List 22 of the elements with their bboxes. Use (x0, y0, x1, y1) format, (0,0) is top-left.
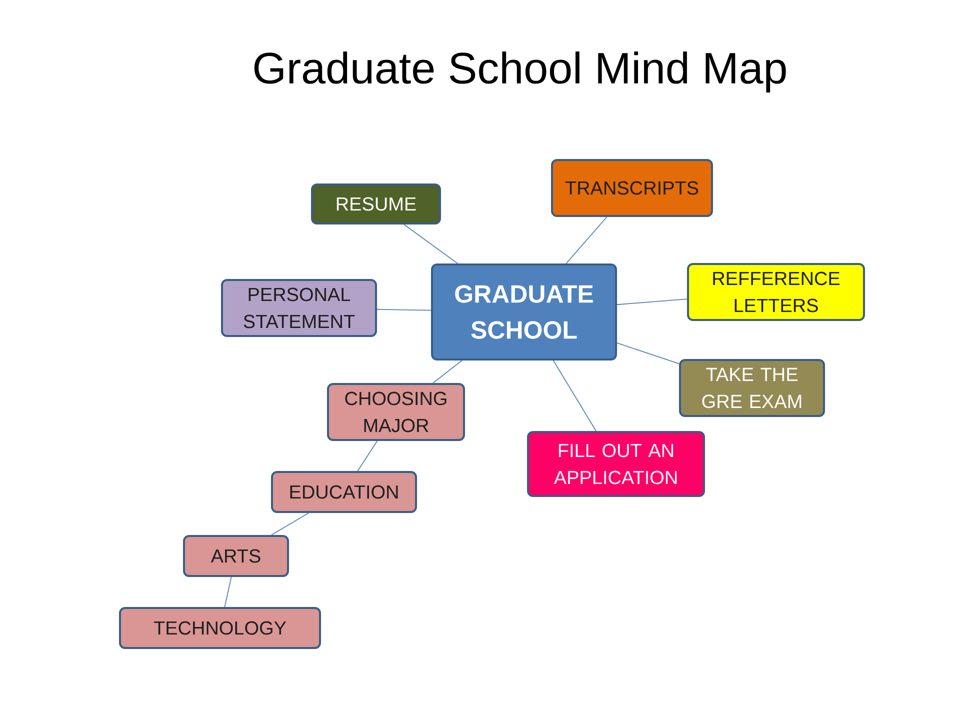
topic-box: FILL OUT AN APPLICATION (527, 431, 705, 497)
connector-line (616, 342, 680, 364)
topic-box: TECHNOLOGY (119, 607, 321, 649)
connector-line (404, 224, 458, 264)
topic-box: REFFERENCE LETTERS (687, 263, 865, 321)
topic-box: CHOOSING MAJOR (327, 383, 465, 441)
topic-box: TAKE THE GRE EXAM (679, 359, 826, 417)
connector-line (432, 360, 462, 384)
connector-line (376, 308, 432, 311)
connector-line (552, 360, 596, 432)
connector-line (566, 216, 608, 264)
connector-line (271, 512, 310, 536)
topic-box: ARTS (183, 535, 289, 577)
topic-box: PERSONAL STATEMENT (221, 279, 377, 337)
topic-box: RESUME (311, 184, 441, 224)
topic-box: EDUCATION (271, 471, 417, 513)
title: Graduate School Mind Map (254, 51, 786, 92)
connector-line (357, 440, 378, 472)
connector-line (224, 576, 232, 608)
topic-box: TRANSCRIPTS (551, 159, 713, 217)
central-topic-box: GRADUATE SCHOOL (431, 264, 617, 360)
connector-line (616, 298, 688, 306)
